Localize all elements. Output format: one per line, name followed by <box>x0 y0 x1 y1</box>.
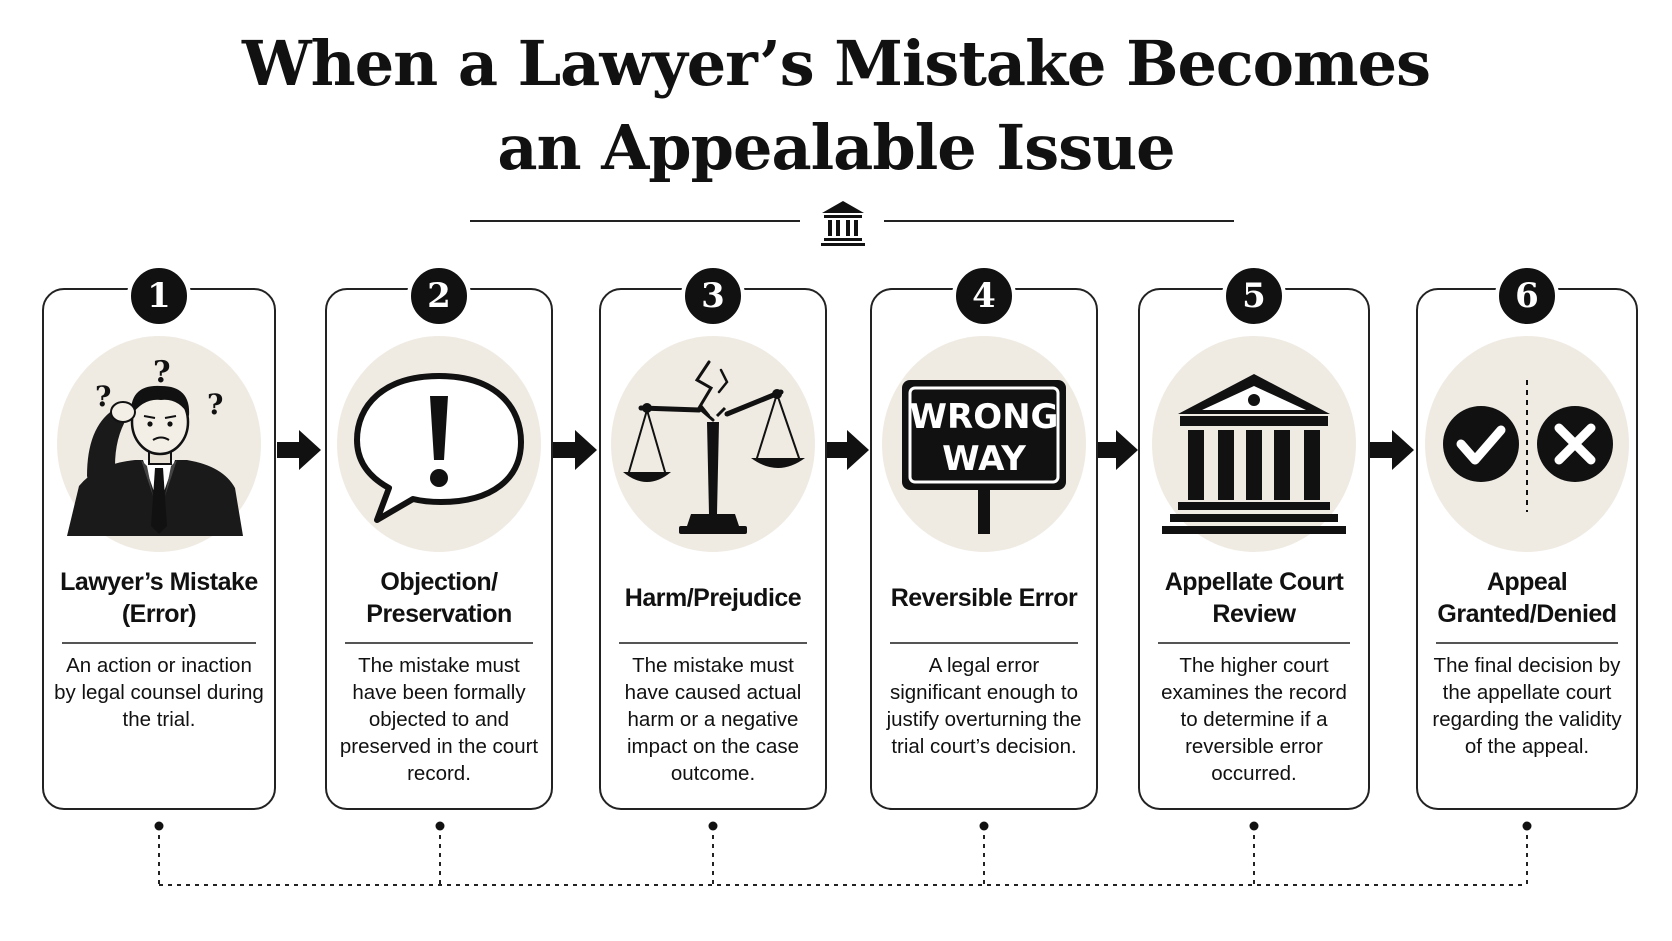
card-divider <box>1158 642 1350 644</box>
svg-text:?: ? <box>207 388 223 421</box>
page-title: When a Lawyer’s Mistake Becomes an Appea… <box>0 22 1672 190</box>
page-title-line-1: When a Lawyer’s Mistake Becomes <box>242 27 1431 100</box>
card-divider <box>345 642 533 644</box>
flow-arrow <box>277 430 321 470</box>
step-number-badge: 4 <box>952 264 1016 328</box>
step-number-badge: 2 <box>407 264 471 328</box>
svg-text:?: ? <box>153 355 171 390</box>
step-card-6: 6 Appeal Granted/Denied The final decisi… <box>1416 264 1638 810</box>
title-divider-left <box>470 220 800 222</box>
wrong-way-sign-icon: WRONG WAY <box>902 380 1066 534</box>
confused-lawyer-icon: ? ? ? <box>67 355 243 536</box>
card-divider <box>619 642 807 644</box>
step-number-badge: 1 <box>127 264 191 328</box>
step-number-badge: 6 <box>1495 264 1559 328</box>
courthouse-icon <box>821 201 865 246</box>
sign-text-line-2: WAY <box>942 439 1026 479</box>
step-card-4: 4 WRONG WAY Reversible Error A legal err… <box>870 264 1098 810</box>
step-description: The final decision by the appellate cour… <box>1432 654 1622 758</box>
step-card-2: 2 Objection/ Preservation The mistake mu… <box>325 264 553 810</box>
flow-arrow <box>553 430 597 470</box>
step-title: Reversible Error <box>890 584 1078 612</box>
step-description: An action or inaction by legal counsel d… <box>54 654 264 731</box>
check-icon <box>1443 406 1519 482</box>
step-title: Appellate Court Review <box>1164 568 1344 628</box>
step-title: Lawyer’s Mistake (Error) <box>60 568 258 628</box>
step-title: Objection/ Preservation <box>366 568 512 628</box>
svg-text:?: ? <box>95 380 111 413</box>
step-card-3: 3 Harm/Prejudice The mistake must have c… <box>599 264 827 810</box>
step-number-badge: 5 <box>1222 264 1286 328</box>
courthouse-icon <box>1162 374 1346 534</box>
sign-text-line-1: WRONG <box>910 397 1059 437</box>
card-divider <box>890 642 1078 644</box>
flow-arrow <box>1370 430 1414 470</box>
step-description: A legal error significant enough to just… <box>886 654 1082 758</box>
step-description: The higher court examines the record to … <box>1161 654 1347 785</box>
flow-arrow <box>1094 430 1138 470</box>
flow-arrow <box>825 430 869 470</box>
step-description: The mistake must have been formally obje… <box>339 654 539 785</box>
step-card-1: 1 ? ? ? Lawyer’s Mistake (Error) An acti… <box>42 264 276 810</box>
step-title: Harm/Prejudice <box>624 584 802 612</box>
page-title-line-2: an Appealable Issue <box>497 111 1175 184</box>
exclamation-speech-bubble-icon <box>354 373 524 523</box>
card-divider <box>62 642 256 644</box>
broken-scales-icon <box>623 360 805 534</box>
step-description: The mistake must have caused actual harm… <box>624 654 802 785</box>
step-title: Appeal Granted/Denied <box>1437 568 1617 628</box>
step-number-badge: 3 <box>681 264 745 328</box>
title-divider-right <box>884 220 1234 222</box>
card-divider <box>1436 642 1618 644</box>
step-card-5: 5 Appellate Court Review The higher cour… <box>1138 264 1370 810</box>
check-and-cross-icon <box>1443 380 1613 512</box>
